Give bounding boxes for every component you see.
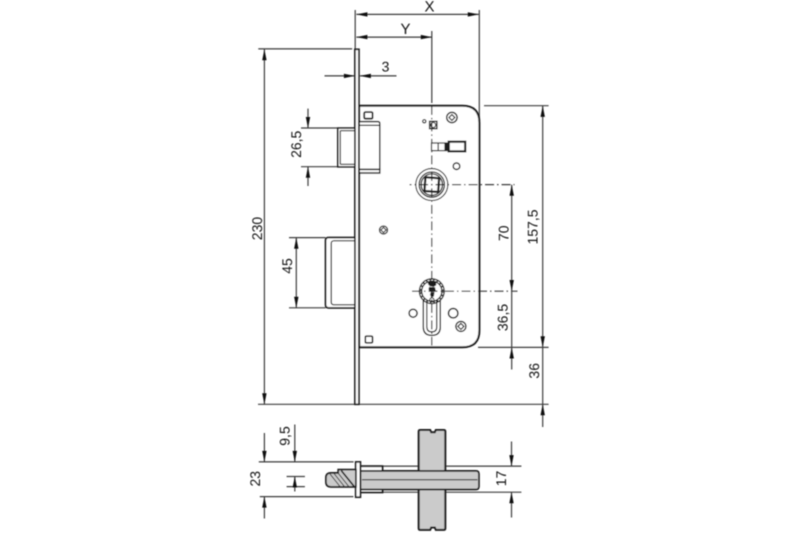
svg-text:9,5: 9,5	[277, 426, 293, 446]
svg-text:3: 3	[382, 59, 390, 75]
svg-text:70: 70	[496, 225, 512, 241]
svg-text:45: 45	[279, 258, 295, 274]
svg-text:157,5: 157,5	[525, 209, 541, 244]
svg-text:36,5: 36,5	[495, 304, 511, 331]
svg-text:26,5: 26,5	[288, 130, 304, 157]
svg-text:36: 36	[526, 363, 542, 379]
svg-text:230: 230	[249, 217, 265, 241]
svg-text:Y: Y	[400, 21, 410, 38]
svg-text:23: 23	[247, 471, 263, 487]
svg-text:X: X	[424, 0, 434, 16]
svg-text:17: 17	[493, 471, 509, 487]
